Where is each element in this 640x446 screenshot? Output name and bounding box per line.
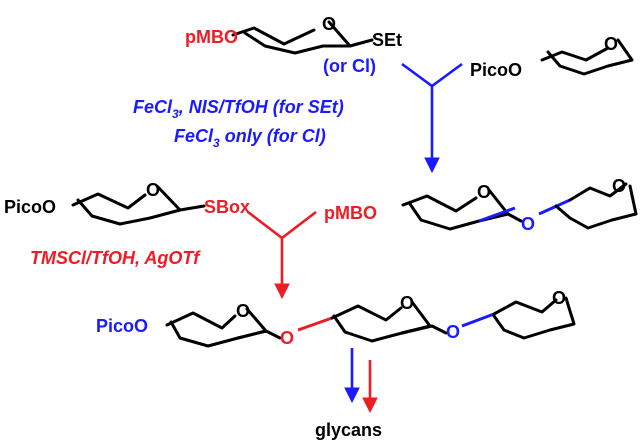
or-cl-label: (or Cl) xyxy=(323,56,376,76)
disaccharide: O pMBO O O xyxy=(324,176,638,234)
donor-2: O PicoO SBox xyxy=(4,180,250,226)
sbox-label: SBox xyxy=(204,197,250,217)
ring-oxygen: O xyxy=(477,182,491,202)
picoo-label-2: PicoO xyxy=(4,197,56,217)
ring-oxygen: O xyxy=(604,34,618,54)
acceptor-1: O PicoO xyxy=(470,34,634,80)
ring-oxygen: O xyxy=(400,293,414,313)
picoo-label-1: PicoO xyxy=(470,60,522,80)
glycans-label: glycans xyxy=(315,420,382,440)
pmbo-label: pMBO xyxy=(185,27,238,47)
ring-oxygen: O xyxy=(146,180,160,200)
ring-oxygen: O xyxy=(612,176,626,196)
donor-1: O pMBO SEt (or Cl) xyxy=(185,14,402,76)
picoo-label-3: PicoO xyxy=(96,316,148,336)
ring-oxygen: O xyxy=(236,301,250,321)
cond-line-2: FeCl3 only (for Cl) xyxy=(174,126,326,150)
pmbo-label-2: pMBO xyxy=(324,203,377,223)
red-arrow xyxy=(247,210,317,296)
ring-back-edge xyxy=(295,45,325,54)
blue-glycosidic-o: O xyxy=(521,214,535,234)
conditions-step-2: TMSCl/TfOH, AgOTf xyxy=(30,248,201,268)
trisaccharide: O PicoO O O O O xyxy=(96,288,576,348)
cond-line-1: FeCl3, NIS/TfOH (for SEt) xyxy=(133,97,344,121)
ring-oxygen: O xyxy=(322,14,336,34)
red-glycosidic-o: O xyxy=(280,328,294,348)
set-label: SEt xyxy=(372,30,402,50)
blue-glycosidic-o-2: O xyxy=(446,322,460,342)
blue-linkage xyxy=(478,206,516,223)
red-linkage xyxy=(297,316,333,332)
blue-arrow xyxy=(401,62,463,170)
ring-oxygen: O xyxy=(552,288,566,308)
conditions-step-1: FeCl3, NIS/TfOH (for SEt) FeCl3 only (fo… xyxy=(133,97,344,150)
